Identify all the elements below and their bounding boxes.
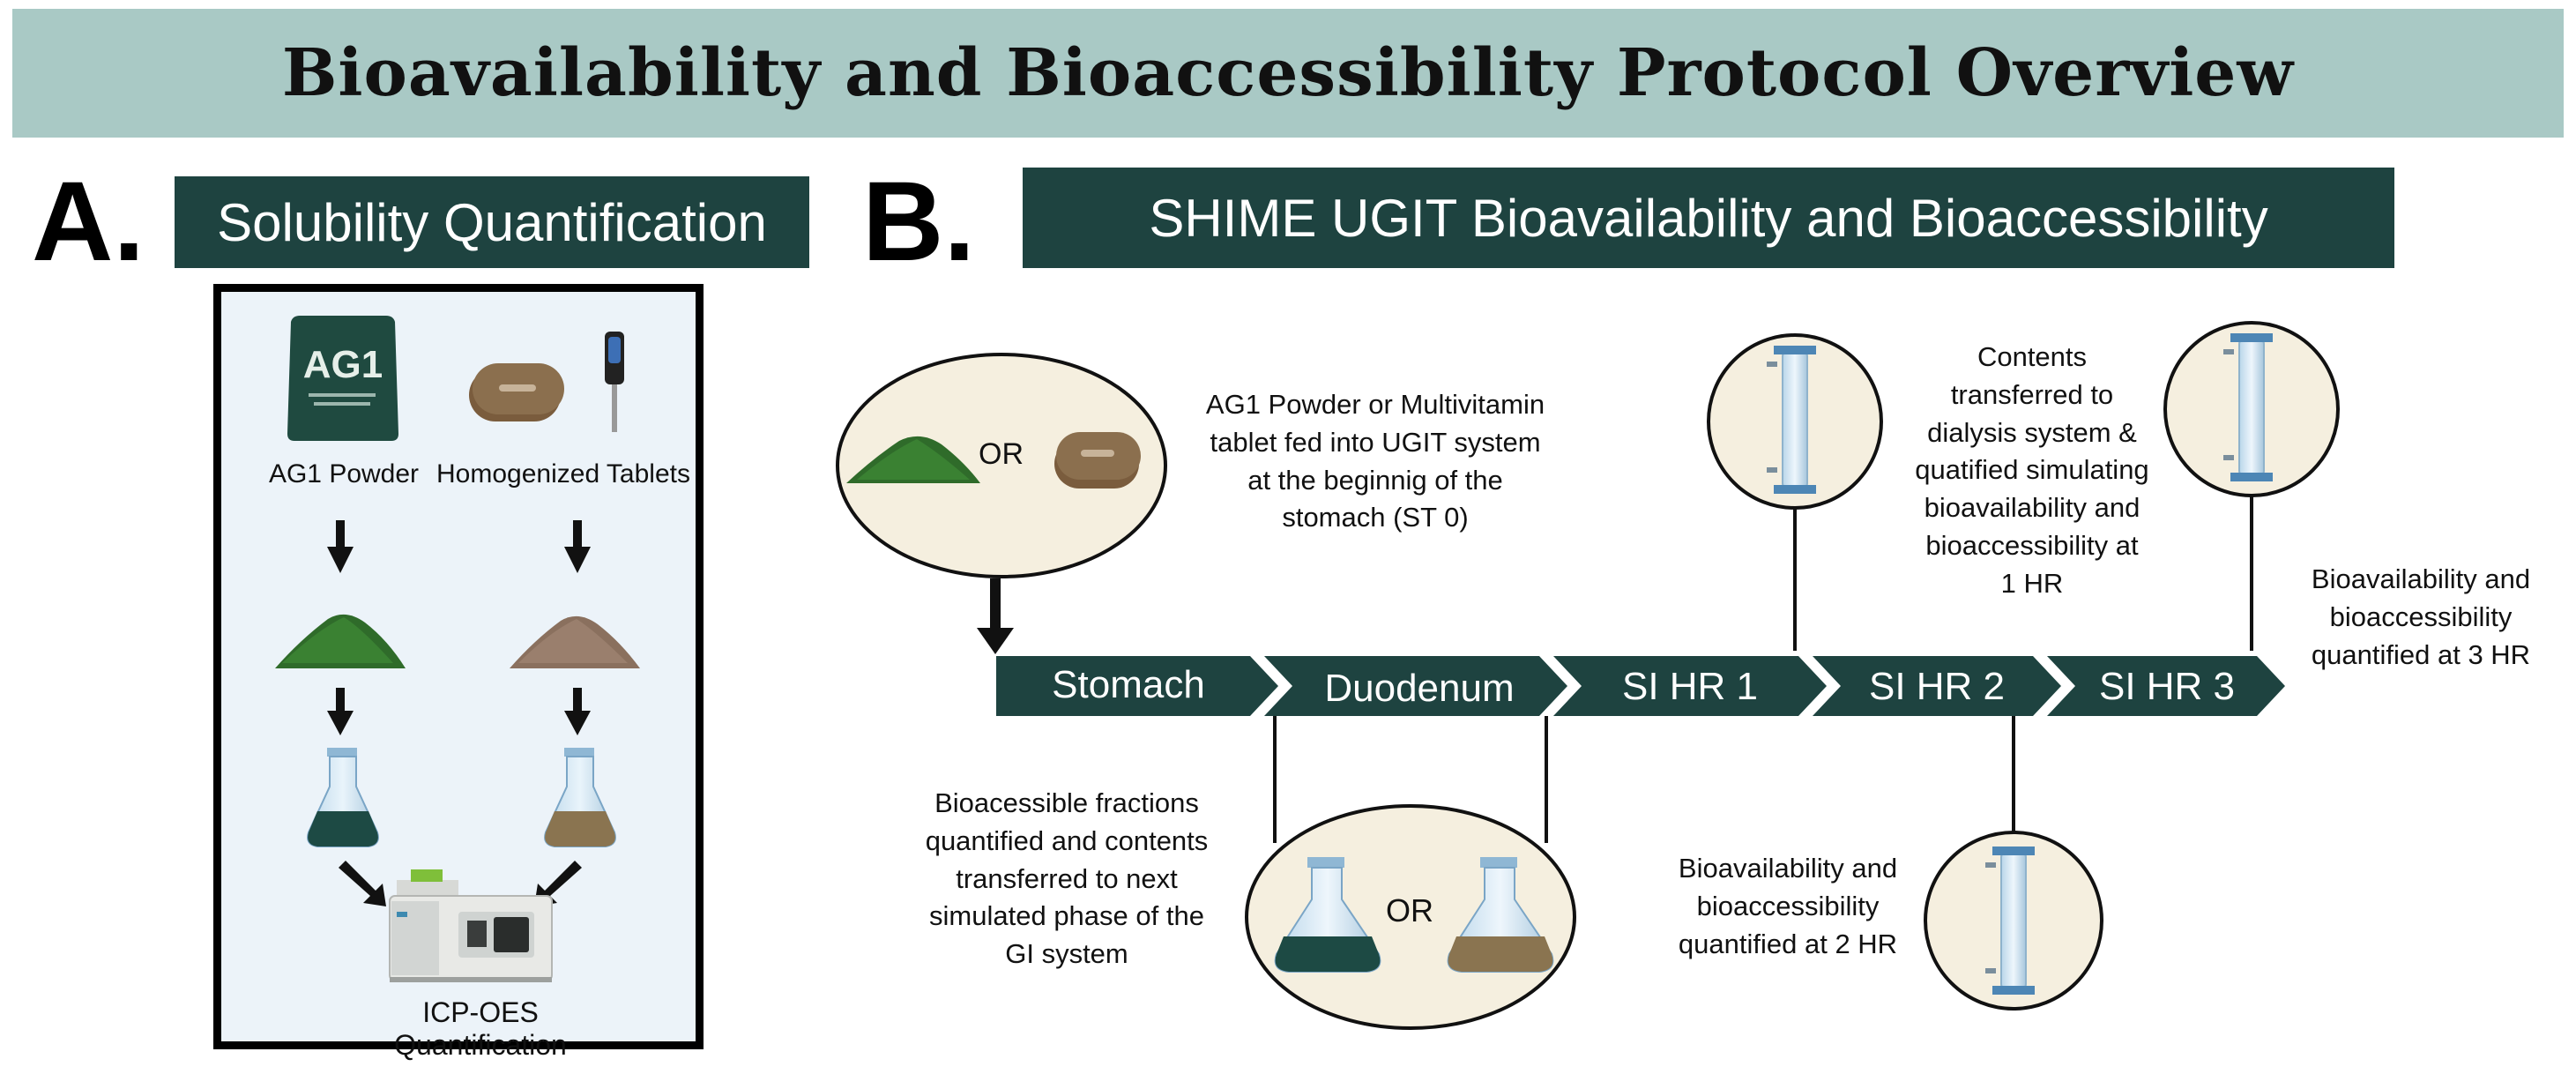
phase-label-si-hr1: SI HR 1 xyxy=(1621,665,1759,708)
dialysis-2hr-text-line: quantified at 2 HR xyxy=(1678,928,1898,959)
flask-green-icon xyxy=(307,748,379,847)
flask-or-label: OR xyxy=(1386,892,1433,929)
tablet-icon xyxy=(469,363,564,421)
dialysis-1hr-text-line: dialysis system & xyxy=(1927,416,2137,448)
feed-text-line: tablet fed into UGIT system xyxy=(1210,426,1541,458)
arrow-down-icon xyxy=(977,578,1014,654)
ag1-powder-label: AG1 Powder xyxy=(268,459,420,489)
dialysis-3hr-text-line: Bioavailability and xyxy=(2311,563,2531,594)
dialysis-1hr-text-line: Contents xyxy=(1977,341,2088,372)
panel-a-header-text: Solubility Quantification xyxy=(217,192,767,252)
fraction-text-line: simulated phase of the xyxy=(929,900,1204,932)
dialysis-1hr-text-line: quatified simulating xyxy=(1915,454,2149,486)
arrow-down-icon xyxy=(327,520,591,735)
phase-si-hr2 xyxy=(1813,656,2061,716)
phase-label-stomach: Stomach xyxy=(1052,663,1205,706)
dialysis-1hr-text-line: bioavailability and xyxy=(1924,492,2140,524)
feed-or-label: OR xyxy=(979,437,1024,471)
feed-text-line: AG1 Powder or Multivitamin xyxy=(1205,389,1545,420)
dialysis-2hr-text-line: Bioavailability and xyxy=(1678,853,1898,884)
fraction-text-line: GI system xyxy=(1005,938,1128,970)
dialysis-3hr-text-line: quantified at 3 HR xyxy=(2311,638,2531,670)
ag1-pouch-icon: AG1 xyxy=(287,316,398,441)
icp-oes-instrument-icon xyxy=(389,869,553,982)
panel-b-letter: B. xyxy=(862,159,975,285)
icp-oes-label: ICP-OES Quantification xyxy=(394,996,567,1061)
fraction-text-line: Bioacessible fractions xyxy=(934,787,1199,818)
fraction-text-line: transferred to next xyxy=(956,862,1178,894)
phase-si-hr1 xyxy=(1553,656,1827,716)
flask-brown-icon xyxy=(544,748,616,847)
dialysis-2hr-text-line: bioaccessibility xyxy=(1696,890,1880,921)
fraction-text-line: quantified and contents xyxy=(925,824,1209,856)
phase-label-si-hr2: SI HR 2 xyxy=(1868,665,2006,708)
phase-label-duodenum: Duodenum xyxy=(1324,667,1515,710)
feed-text-line: at the beginnig of the xyxy=(1247,464,1503,496)
dialysis-2hr-description: Bioavailability and bioaccessibility qua… xyxy=(1656,850,1920,963)
dialysis-1hr-text-line: bioaccessibility at xyxy=(1925,529,2139,561)
phase-duodenum xyxy=(1264,656,1567,716)
pouch-logo: AG1 xyxy=(303,343,383,386)
tablet-icon xyxy=(1054,432,1141,489)
dialysis-1hr-description: Contents transferred to dialysis system … xyxy=(1887,339,2178,602)
flask-green-icon xyxy=(1274,857,1381,973)
flask-brown-icon xyxy=(1447,857,1554,973)
dialysis-1hr-text-line: 1 HR xyxy=(2000,567,2064,599)
gi-phase-timeline xyxy=(996,656,2285,716)
dialysis-1hr-text-line: transferred to xyxy=(1950,378,2114,410)
feed-description: AG1 Powder or Multivitamin tablet fed in… xyxy=(1173,386,1578,537)
dialysis-3hr-description: Bioavailability and bioaccessibility qua… xyxy=(2289,561,2553,674)
title-banner: Bioavailability and Bioaccessibility Pro… xyxy=(12,9,2564,138)
homogenizer-icon xyxy=(605,332,624,432)
feed-circle xyxy=(836,353,1167,578)
panel-a-letter: A. xyxy=(32,159,145,285)
phase-label-si-hr3: SI HR 3 xyxy=(2098,665,2236,708)
homogenized-tablets-label: Homogenized Tablets xyxy=(436,459,690,489)
phase-si-hr3 xyxy=(2047,656,2285,716)
connector-lines xyxy=(1273,494,2253,843)
green-powder-icon xyxy=(846,436,980,483)
panel-a-header: Solubility Quantification xyxy=(175,176,809,268)
phase-stomach xyxy=(996,656,1278,716)
dialysis-3hr-text-line: bioaccessibility xyxy=(2329,600,2513,632)
panel-b-header: SHIME UGIT Bioavailability and Bioaccess… xyxy=(1023,168,2394,268)
page-title: Bioavailability and Bioaccessibility Pro… xyxy=(281,35,2295,111)
fraction-description: Bioacessible fractions quantified and co… xyxy=(890,785,1243,973)
feed-text-line: stomach (ST 0) xyxy=(1282,502,1469,533)
panel-b-header-text: SHIME UGIT Bioavailability and Bioaccess… xyxy=(1149,188,2268,248)
